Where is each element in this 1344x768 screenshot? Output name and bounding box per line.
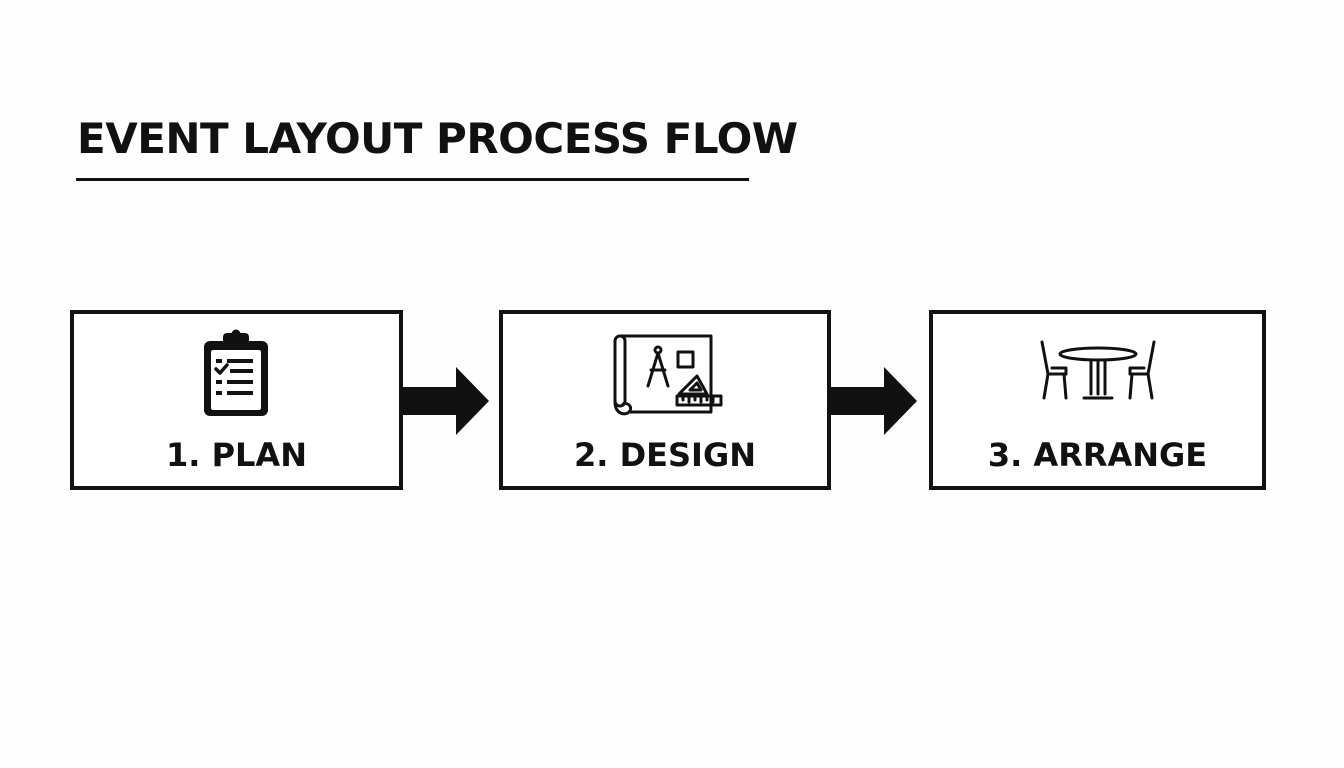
blueprint-compass-icon bbox=[613, 334, 723, 416]
flow-arrow-design-to-arrange bbox=[829, 367, 917, 435]
diagram-title: EVENT LAYOUT PROCESS FLOW bbox=[77, 114, 798, 163]
flow-arrow-plan-to-design bbox=[401, 367, 489, 435]
title-underline bbox=[76, 178, 749, 181]
step-box-plan: 1. PLAN bbox=[70, 310, 403, 490]
step-label-design: 2. DESIGN bbox=[574, 436, 756, 474]
step-label-plan: 1. PLAN bbox=[166, 436, 307, 474]
table-chairs-icon bbox=[1040, 340, 1155, 400]
step-box-design: 2. DESIGN bbox=[499, 310, 831, 490]
step-label-arrange: 3. ARRANGE bbox=[987, 436, 1208, 474]
clipboard-checklist-icon bbox=[203, 329, 268, 416]
step-box-arrange: 3. ARRANGE bbox=[929, 310, 1266, 490]
